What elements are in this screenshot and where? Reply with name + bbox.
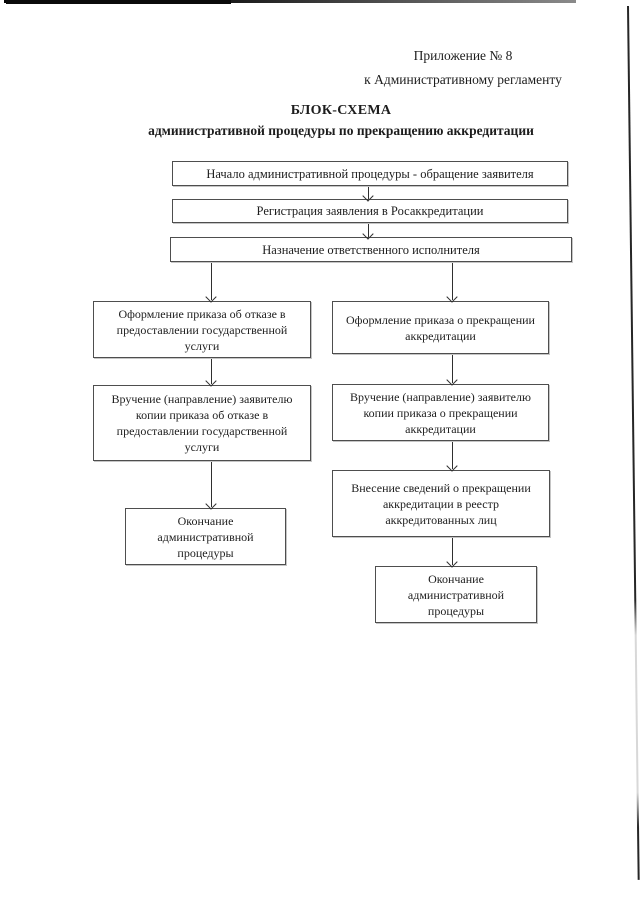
arrow-assign-to-termination-order — [452, 263, 453, 300]
arrow-termination-order-to-copy — [452, 355, 453, 383]
diagram-title: БЛОК-СХЕМА административной процедуры по… — [112, 101, 570, 141]
arrow-refusal-copy-to-end — [211, 462, 212, 507]
node-registry-entry: Внесение сведений о прекращении аккредит… — [332, 470, 550, 537]
node-register: Регистрация заявления в Росаккредитации — [172, 199, 568, 223]
arrow-register-to-assign — [368, 224, 369, 237]
appendix-reference: к Административному регламенту — [364, 72, 562, 87]
appendix-header: Приложение № 8 к Административному регла… — [343, 44, 583, 92]
node-start: Начало административной процедуры - обра… — [172, 161, 568, 186]
appendix-number: Приложение № 8 — [413, 48, 513, 63]
arrow-registry-to-end — [452, 538, 453, 565]
node-end-right: Окончание административной процедуры — [375, 566, 537, 623]
scan-right-edge — [627, 5, 640, 880]
scan-top-edge-thick — [6, 0, 231, 4]
node-termination-order: Оформление приказа о прекращении аккреди… — [332, 301, 549, 354]
arrow-refusal-order-to-copy — [211, 359, 212, 384]
scan-top-edge — [4, 0, 576, 3]
node-termination-copy-delivery: Вручение (направление) заявителю копии п… — [332, 384, 549, 441]
arrow-start-to-register — [368, 187, 369, 199]
node-refusal-copy-delivery: Вручение (направление) заявителю копии п… — [93, 385, 311, 461]
node-assign-executor: Назначение ответственного исполнителя — [170, 237, 572, 262]
diagram-title-main: БЛОК-СХЕМА — [290, 103, 392, 118]
node-end-left: Окончание административной процедуры — [125, 508, 286, 565]
arrow-assign-to-refusal-order — [211, 263, 212, 300]
diagram-title-sub: административной процедуры по прекращени… — [148, 123, 534, 138]
node-refusal-order: Оформление приказа об отказе в предостав… — [93, 301, 311, 358]
arrow-termination-copy-to-registry — [452, 442, 453, 469]
